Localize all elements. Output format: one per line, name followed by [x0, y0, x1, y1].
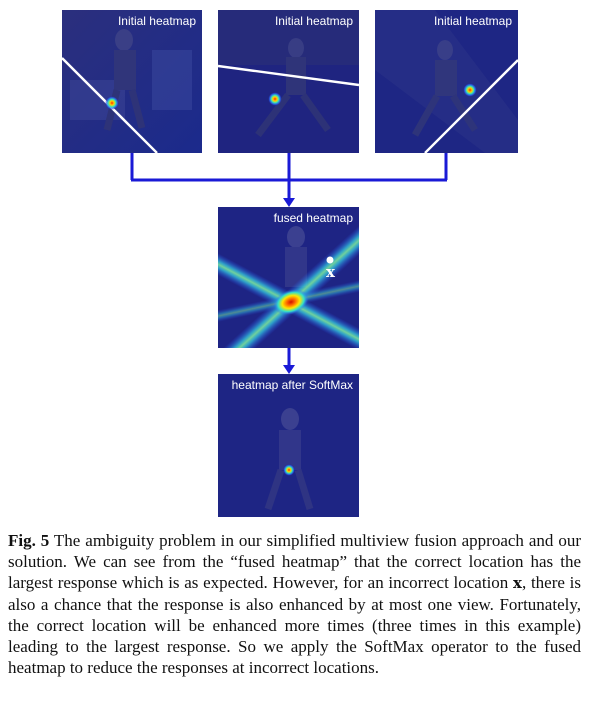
arrow-head-to-softmax [283, 365, 295, 374]
panel-label-fused: fused heatmap [273, 211, 353, 225]
fused-heatmap-panel: fused heatmap [218, 207, 359, 348]
caption-text-part-1: The ambiguity problem in our simplified … [8, 531, 582, 592]
heatmap-image-3 [375, 10, 518, 153]
initial-heatmap-panel-3: Initial heatmap [375, 10, 518, 153]
initial-heatmap-panel-2: Initial heatmap [218, 10, 359, 153]
arrow-head-to-fused [283, 198, 295, 207]
panel-label-softmax: heatmap after SoftMax [231, 378, 353, 392]
panel-label-initial-2: Initial heatmap [274, 14, 353, 28]
figure-caption: Fig. 5 The ambiguity problem in our simp… [8, 530, 581, 678]
softmax-heatmap-image [218, 374, 359, 517]
softmax-heatmap-panel: heatmap after SoftMax [218, 374, 359, 517]
figure-label: Fig. 5 [8, 531, 50, 550]
incorrect-location-label: x [326, 263, 335, 281]
initial-heatmap-panel-1: Initial heatmap [62, 10, 202, 153]
panel-label-initial-3: Initial heatmap [433, 14, 512, 28]
caption-math-x: x [513, 574, 522, 592]
heatmap-image-2 [218, 10, 359, 153]
heatmap-image-1 [62, 10, 202, 153]
caption-text-part-2: , there is also a chance that the respon… [8, 573, 581, 677]
panel-label-initial-1: Initial heatmap [117, 14, 196, 28]
fused-heatmap-image [218, 207, 359, 348]
